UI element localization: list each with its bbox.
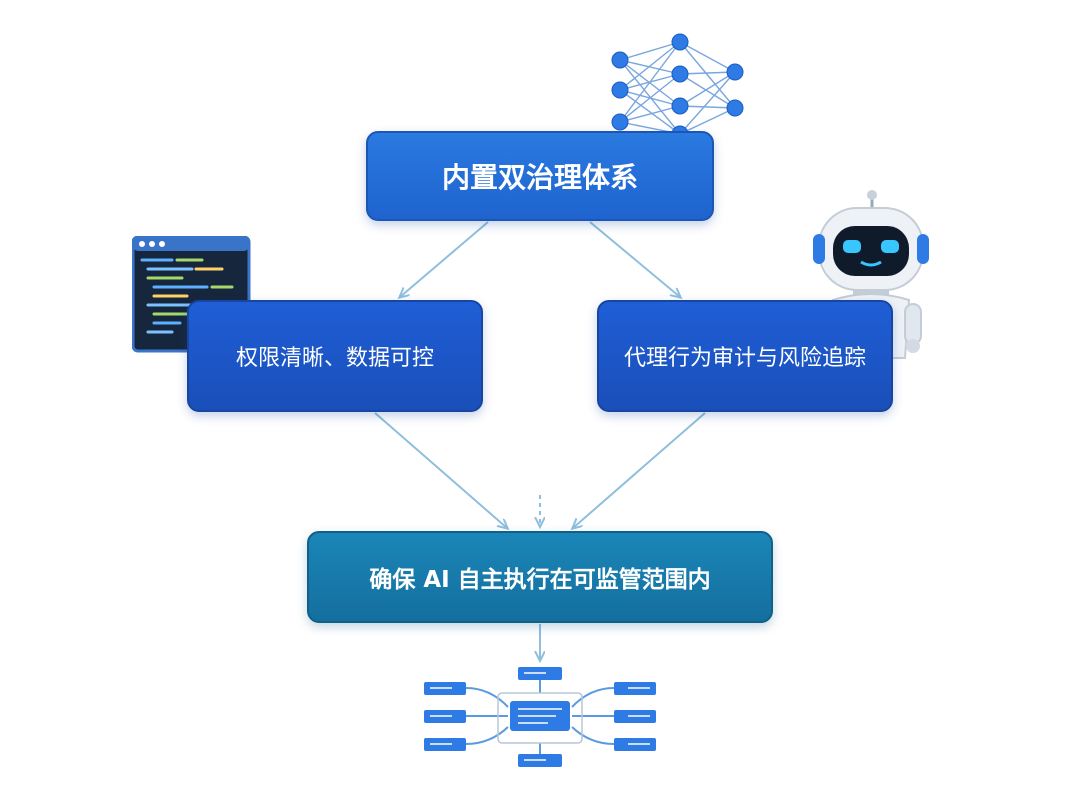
top-node: 内置双治理体系 bbox=[366, 131, 714, 221]
arrow-right-to-bottom bbox=[573, 412, 706, 528]
arrow-top-to-right bbox=[589, 221, 680, 297]
right-node: 代理行为审计与风险追踪 bbox=[597, 300, 893, 412]
top-node-label: 内置双治理体系 bbox=[441, 161, 638, 194]
right-node-label: 代理行为审计与风险追踪 bbox=[623, 346, 866, 371]
bottom-node-label: 确保 AI 自主执行在可监管范围内 bbox=[369, 567, 711, 593]
left-node-label: 权限清晰、数据可控 bbox=[235, 346, 434, 371]
arrow-left-to-bottom bbox=[374, 412, 507, 528]
neural-network-icon bbox=[611, 33, 744, 140]
left-node: 权限清晰、数据可控 bbox=[187, 300, 483, 412]
workflow-network-icon bbox=[424, 667, 656, 767]
arrow-top-to-left bbox=[400, 221, 489, 297]
bottom-node: 确保 AI 自主执行在可监管范围内 bbox=[307, 531, 773, 623]
